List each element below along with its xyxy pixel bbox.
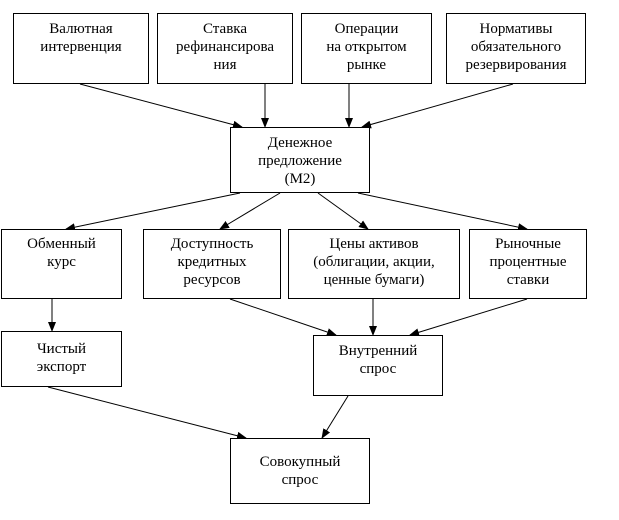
net-exports-label: Чистый экспорт <box>36 341 87 375</box>
market-interest-rates-label: Рыночные процентные ставки <box>489 236 567 288</box>
open-market-operations-label: Операции на открытом рынке <box>326 21 407 73</box>
exchange-rate-box: Обменный курс <box>1 229 122 299</box>
refinancing-rate-box: Ставка рефинансирова ния <box>157 13 293 84</box>
arrow-money-to-rates <box>357 192 528 232</box>
arrow-netexp-to-aggregate <box>47 386 247 440</box>
market-interest-rates-box: Рыночные процентные ставки <box>469 229 587 299</box>
asset-prices-label: Цены активов (облигации, акции, ценные б… <box>313 236 435 288</box>
domestic-demand-label: Внутренний спрос <box>338 343 418 377</box>
arrow-money-to-credit <box>219 192 281 230</box>
asset-prices-box: Цены активов (облигации, акции, ценные б… <box>288 229 460 299</box>
aggregate-demand-box: Совокупный спрос <box>230 438 370 504</box>
arrow-money-to-assets <box>317 192 369 230</box>
arrow-money-to-exchange <box>65 192 241 232</box>
credit-availability-label: Доступность кредитных ресурсов <box>170 236 254 288</box>
net-exports-box: Чистый экспорт <box>1 331 122 387</box>
credit-availability-box: Доступность кредитных ресурсов <box>143 229 281 299</box>
money-supply-label: Денежное предложение (М2) <box>258 135 342 187</box>
reserve-requirements-box: Нормативы обязательного резервирования <box>446 13 586 84</box>
open-market-operations-box: Операции на открытом рынке <box>301 13 432 84</box>
money-supply-box: Денежное предложение (М2) <box>230 127 370 193</box>
arrow-rates-to-domestic <box>409 298 528 337</box>
domestic-demand-box: Внутренний спрос <box>313 335 443 396</box>
exchange-rate-label: Обменный курс <box>27 236 96 270</box>
arrow-reserve-to-money <box>361 83 514 129</box>
currency-intervention-box: Валютная интервенция <box>13 13 149 84</box>
arrow-currency-to-money <box>79 83 243 129</box>
reserve-requirements-label: Нормативы обязательного резервирования <box>465 21 567 73</box>
currency-intervention-label: Валютная интервенция <box>40 21 122 55</box>
aggregate-demand-label: Совокупный спрос <box>259 454 341 488</box>
refinancing-rate-label: Ставка рефинансирова ния <box>175 21 275 73</box>
arrow-domestic-to-aggregate <box>321 395 349 439</box>
arrow-credit-to-domestic <box>229 298 337 336</box>
